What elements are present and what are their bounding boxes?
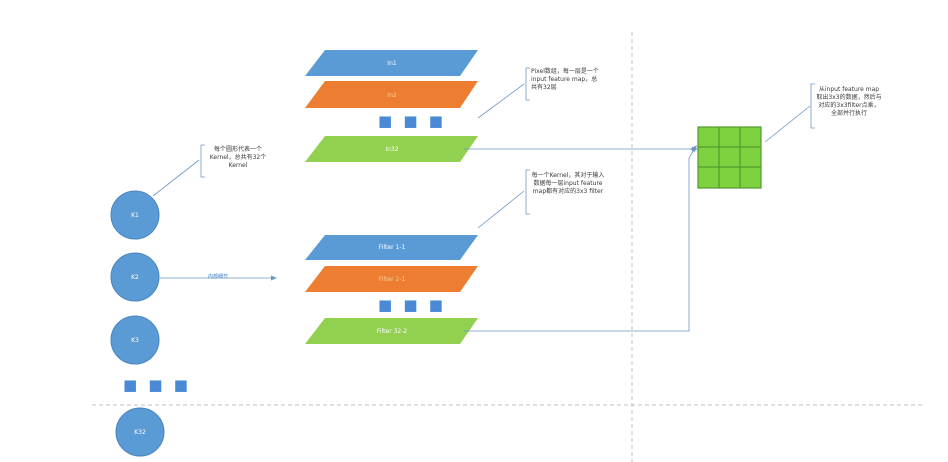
input-layer-1 <box>305 50 478 76</box>
pixel-note-leader <box>477 83 525 119</box>
k2-label: K2 <box>131 274 139 281</box>
grid-note: 从input feature map取出3x3的数据，然后与对应的3x3filt… <box>816 86 882 117</box>
in1-label: In1 <box>387 60 397 67</box>
filter-layer-32 <box>305 318 478 344</box>
filter-note-leader <box>477 190 525 229</box>
k1-label: K1 <box>131 212 139 219</box>
kernel-note-bracket <box>200 144 205 178</box>
filter-note-bracket <box>525 169 530 215</box>
kernel-note: 每个圆形代表一个Kernel，总共有32个Kernel <box>209 146 267 169</box>
filter-grid <box>697 126 762 189</box>
kernel-circle-3 <box>110 315 160 365</box>
filter2-label: Filter 2-1 <box>378 276 406 283</box>
kernels-ellipsis: ■ ■ ■ <box>123 376 191 394</box>
connector-in32-to-grid <box>464 146 698 152</box>
grid-note-bracket <box>810 83 815 129</box>
kernel-circle-32 <box>115 407 165 457</box>
grid-note-leader <box>764 105 811 143</box>
input-layers-ellipsis: ■ ■ ■ <box>378 112 446 130</box>
kernel-circle-1 <box>110 190 160 240</box>
filter-layer-2 <box>305 266 478 292</box>
pixel-note: Pixel数组，每一层是一个input feature map，总共有32层 <box>531 68 599 91</box>
k3-label: K3 <box>131 337 139 344</box>
kernel-circle-2 <box>110 252 160 302</box>
kernel-note-leader <box>152 159 200 197</box>
connector-filter32-to-grid <box>464 145 697 332</box>
internal-detail-label: 内部细节 <box>208 274 229 280</box>
input-layer-2 <box>305 81 478 108</box>
filter32-label: Filter 32-2 <box>376 328 408 335</box>
input-layer-32 <box>305 136 478 162</box>
filter-note: 每一个Kernel，其对于输入数据每一层input feature map都有对… <box>531 172 605 195</box>
filter1-label: Filter 1-1 <box>378 244 406 251</box>
filter-layer-1 <box>305 235 478 260</box>
connector-k2-to-filters <box>160 275 277 281</box>
in2-label: In2 <box>387 92 397 99</box>
filter-layers-ellipsis: ■ ■ ■ <box>378 296 446 314</box>
k32-label: K32 <box>134 429 146 436</box>
pixel-note-bracket <box>525 67 530 101</box>
in32-label: In32 <box>385 146 399 153</box>
